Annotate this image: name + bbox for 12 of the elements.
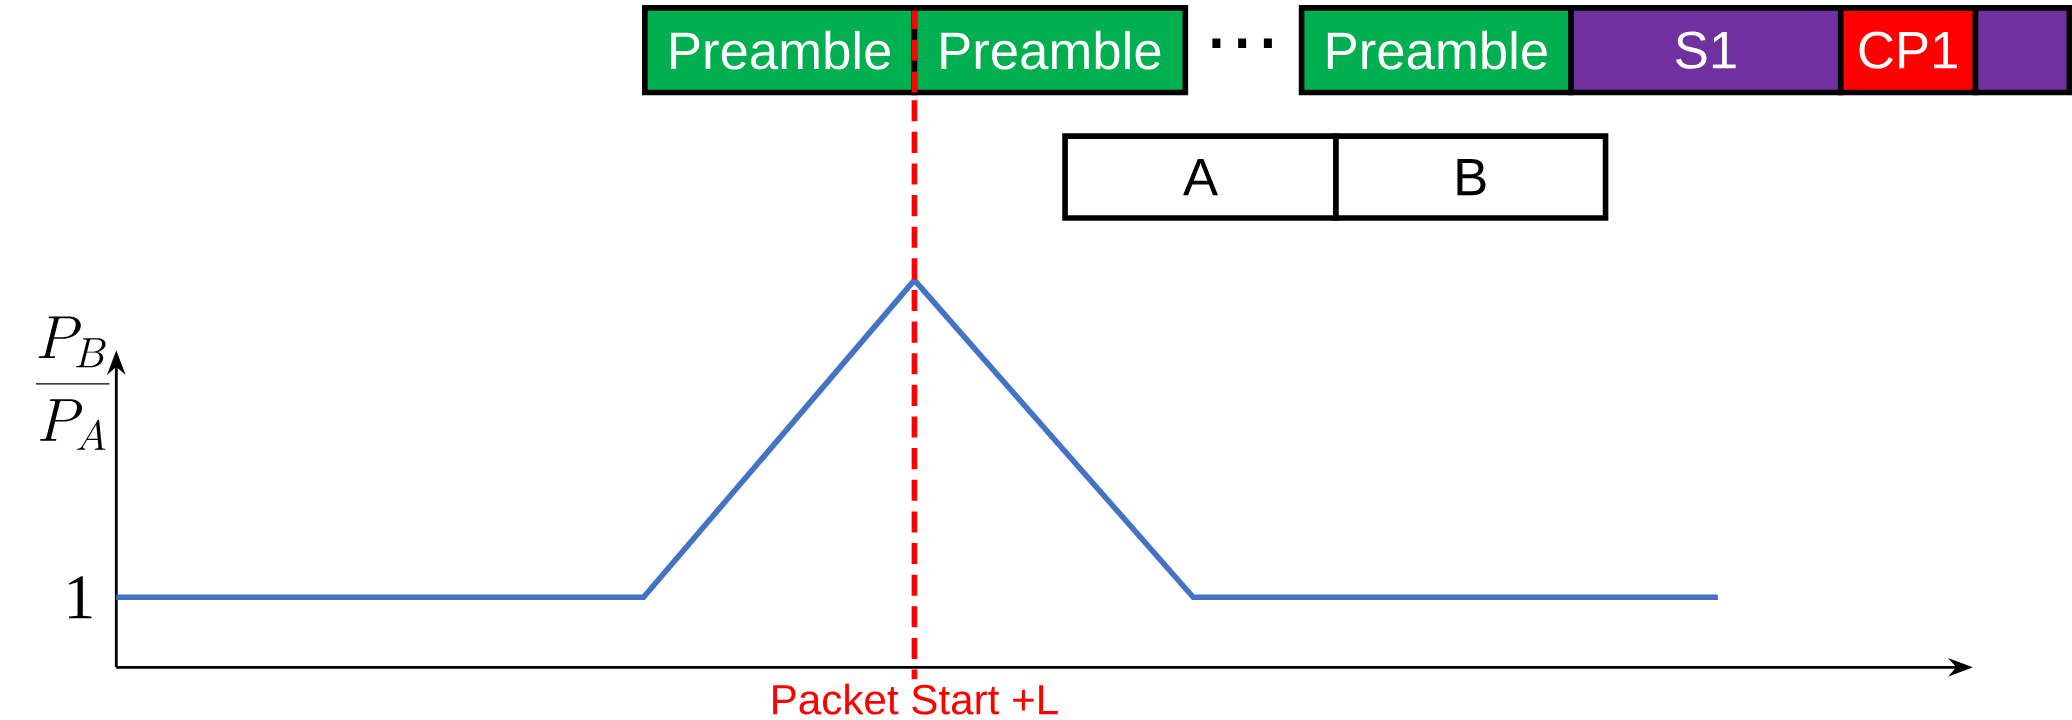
window-box: A (1062, 133, 1339, 221)
cyclic-prefix-block: CP1 (1837, 5, 1979, 96)
symbol-block: S1 (1568, 5, 1844, 96)
window-box: B (1333, 133, 1609, 221)
ellipsis: ⋯ (1212, 38, 1272, 48)
preamble-block: Preamble (1298, 5, 1574, 96)
tick-label: 1 (69, 576, 92, 619)
preamble-block: Preamble (642, 5, 918, 96)
symbol-block (1972, 5, 2072, 96)
preamble-block: Preamble (911, 5, 1189, 96)
ratio-label: $\frac{P_B}{P_A}$ (35, 316, 110, 450)
marker-label: Packet Start +L (773, 683, 1058, 715)
